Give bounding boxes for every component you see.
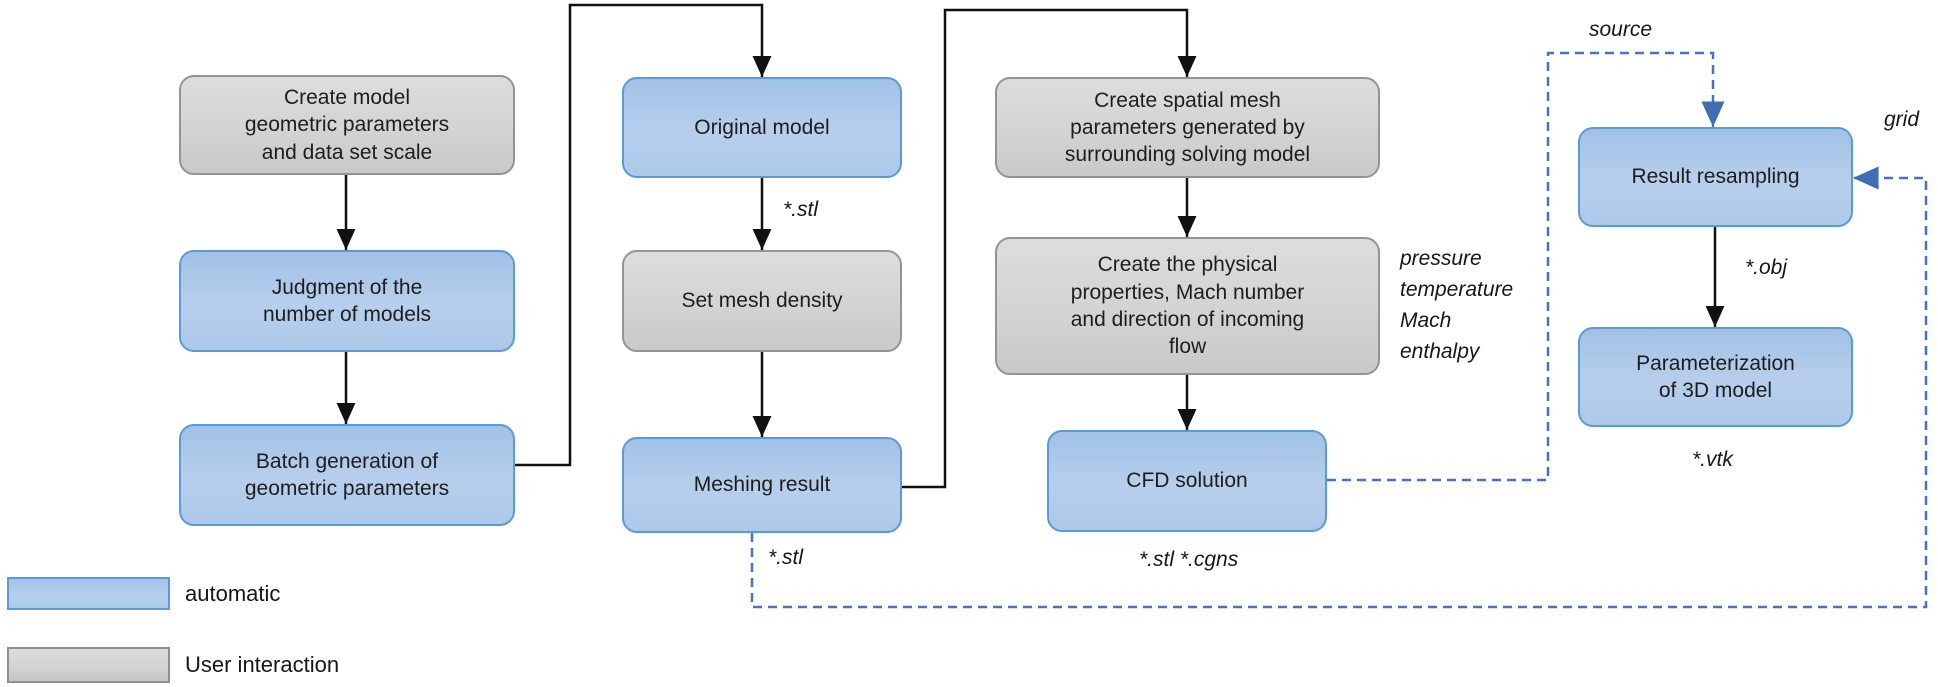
flow-box-set-mesh-density: Set mesh density — [622, 250, 902, 352]
label-obj: *.obj — [1745, 256, 1788, 279]
legend-label-automatic: automatic — [185, 581, 281, 606]
label-stl-original: *.stl — [783, 198, 819, 221]
label-stl-meshing: *.stl — [768, 546, 804, 569]
label-source: source — [1589, 18, 1653, 41]
flow-box-batch-generation-label: Batch generation of geometric parameters — [244, 449, 450, 500]
flow-box-judgment: Judgment of the number of models — [179, 250, 515, 352]
flow-box-result-resampling: Result resampling — [1578, 127, 1853, 227]
flow-box-spatial-mesh-label: Create spatial mesh parameters generated… — [1064, 88, 1311, 167]
label-vtk: *.vtk — [1692, 448, 1733, 471]
connector-batch-to-original-model — [515, 3, 772, 467]
flow-box-meshing-result-label: Meshing result — [693, 473, 831, 497]
flow-box-set-mesh-density-label: Set mesh density — [681, 289, 843, 313]
flow-box-physical-properties-label: Create the physical properties, Mach num… — [1070, 253, 1305, 359]
flow-box-parameterization: Parameterization of 3D model — [1578, 327, 1853, 427]
flow-box-physical-properties: Create the physical properties, Mach num… — [995, 237, 1380, 375]
legend-label-user-interaction: User interaction — [185, 652, 340, 677]
label-stl-cgns: *.stl *.cgns — [1139, 548, 1239, 571]
flow-box-result-resampling-label: Result resampling — [1631, 165, 1800, 189]
flow-box-parameterization-label: Parameterization of 3D model — [1636, 351, 1795, 402]
flow-box-judgment-label: Judgment of the number of models — [262, 275, 432, 326]
flow-box-create-model: Create model geometric parameters and da… — [179, 75, 515, 175]
flow-box-meshing-result: Meshing result — [622, 437, 902, 533]
label-grid: grid — [1884, 108, 1920, 131]
flow-box-create-model-label: Create model geometric parameters and da… — [244, 86, 450, 164]
flow-box-original-model: Original model — [622, 77, 902, 178]
flow-box-cfd-solution-label: CFD solution — [1126, 469, 1248, 493]
flow-box-batch-generation: Batch generation of geometric parameters — [179, 424, 515, 526]
flow-box-original-model-label: Original model — [694, 115, 830, 139]
flow-box-cfd-solution: CFD solution — [1047, 430, 1327, 532]
flow-box-spatial-mesh: Create spatial mesh parameters generated… — [995, 77, 1380, 178]
legend-swatch-automatic — [7, 577, 170, 610]
legend-swatch-user-interaction — [7, 647, 170, 683]
label-flow-properties: pressure temperature Mach enthalpy — [1400, 247, 1514, 363]
